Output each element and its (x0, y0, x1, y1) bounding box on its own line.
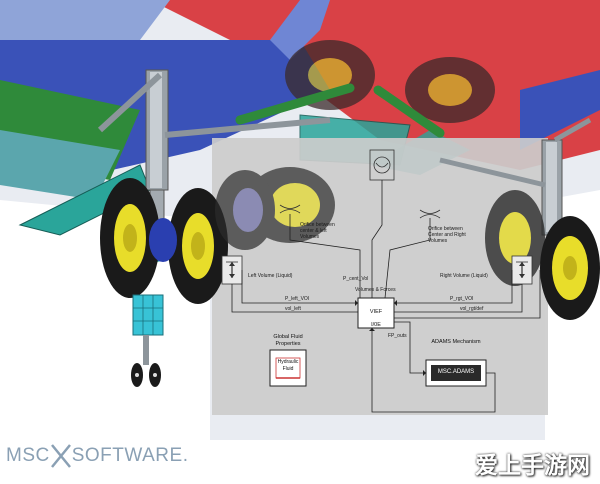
label-vol-rgt: vol_rgt/def (460, 306, 484, 312)
logo-text-right: SOFTWARE. (71, 445, 189, 466)
label-p-left-vol: P_left_VOI (285, 296, 310, 302)
orifice-right-symbol (419, 209, 441, 219)
label-p-cent-vol: P_cent_Vol (343, 276, 369, 282)
actuator-right (373, 85, 445, 138)
orifice-left-symbol (279, 204, 301, 214)
right-volume-block (511, 255, 533, 285)
watermark-text: 爱上手游网 (475, 453, 590, 479)
func-top-text: VIEF (369, 308, 383, 315)
label-p-outs: FP_outs (388, 333, 407, 339)
label-global-fluid: Global Fluid Properties (273, 334, 303, 347)
left-volume-block (221, 255, 243, 285)
label-left-volume: Left Volume (Liquid) (248, 273, 293, 279)
label-p-rgt-vol: P_rgt_VOI (450, 296, 474, 302)
label-msc-adams: MSC.ADAMS (437, 369, 475, 375)
label-right-volume: Right Volume (Liquid) (440, 273, 488, 279)
logo-text-left: MSC (6, 445, 50, 466)
logo-x-mark-icon (50, 444, 71, 468)
volumes-forces-block (357, 297, 395, 329)
label-volumes-forces: Volumes & Forces (355, 287, 396, 293)
volumes-forces-text: VIEF I/0E (358, 302, 394, 335)
msc-software-logo: MSC SOFTWARE. (6, 441, 188, 471)
actuator-left (235, 83, 355, 125)
label-adams-mechanism: ADAMS Mechanism (431, 339, 481, 345)
label-orifice-right: Orifice between Center and Right Volumes (428, 226, 466, 244)
label-orifice-left: Orifice between center & left Volumes (300, 222, 335, 240)
func-bottom-text: I/0E (371, 321, 381, 328)
label-hydraulic-fluid: Hydraulic Fluid (277, 359, 299, 372)
label-vol-left: vol_left (285, 306, 301, 312)
